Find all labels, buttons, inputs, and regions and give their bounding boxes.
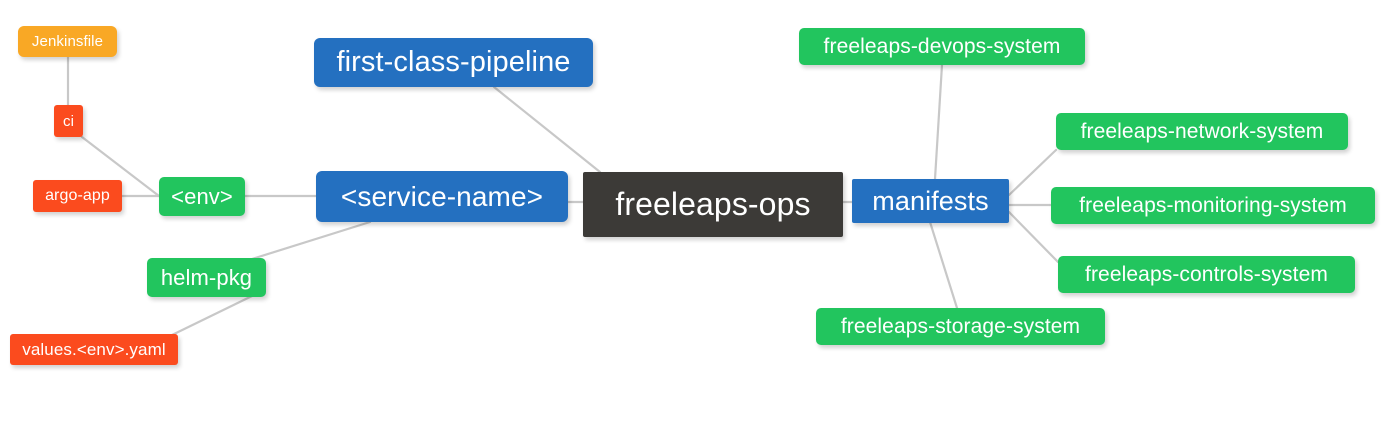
edge-manifests-storage [928, 220, 959, 310]
edge-manifests-devops [933, 63, 944, 181]
node-label: <env> [171, 183, 233, 209]
node-label: <service-name> [340, 180, 544, 212]
node-label: helm-pkg [160, 264, 253, 290]
node-first-class-pipeline[interactable]: first-class-pipeline [314, 38, 593, 87]
node-label: ci [62, 112, 75, 130]
node-freeleaps-monitoring-system[interactable]: freeleaps-monitoring-system [1051, 187, 1375, 224]
node-freeleaps-storage-system[interactable]: freeleaps-storage-system [816, 308, 1105, 345]
node-env[interactable]: <env> [159, 177, 245, 216]
node-manifests[interactable]: manifests [852, 179, 1009, 223]
node-freeleaps-devops-system[interactable]: freeleaps-devops-system [799, 28, 1085, 65]
node-label: manifests [872, 185, 989, 216]
node-helm-pkg[interactable]: helm-pkg [147, 258, 266, 297]
node-label: freeleaps-monitoring-system [1079, 193, 1347, 217]
node-label: freeleaps-controls-system [1085, 262, 1328, 286]
node-freeleaps-controls-system[interactable]: freeleaps-controls-system [1058, 256, 1355, 293]
node-freeleaps-ops[interactable]: freeleaps-ops [583, 172, 843, 237]
node-label: argo-app [45, 187, 110, 204]
edge-ci-env [80, 135, 161, 198]
node-ci[interactable]: ci [54, 105, 83, 137]
node-jenkinsfile[interactable]: Jenkinsfile [18, 26, 117, 57]
node-label: Jenkinsfile [31, 33, 104, 50]
node-service-name[interactable]: <service-name> [316, 171, 568, 222]
node-label: freeleaps-ops [615, 186, 811, 222]
node-label: freeleaps-devops-system [823, 34, 1061, 58]
node-values-yaml[interactable]: values.<env>.yaml [10, 334, 178, 365]
edge-manifests-network [1007, 148, 1058, 197]
node-label: first-class-pipeline [336, 46, 571, 78]
edge-values-helm-pkg [170, 294, 254, 337]
node-label: freeleaps-storage-system [840, 314, 1081, 338]
edge-manifests-controls [1007, 210, 1060, 264]
edge-pipeline-root [492, 85, 602, 174]
edge-helm-pkg-service [250, 220, 372, 261]
node-freeleaps-network-system[interactable]: freeleaps-network-system [1056, 113, 1348, 150]
node-label: values.<env>.yaml [22, 339, 166, 359]
node-argo-app[interactable]: argo-app [33, 180, 122, 212]
node-label: freeleaps-network-system [1080, 119, 1324, 143]
